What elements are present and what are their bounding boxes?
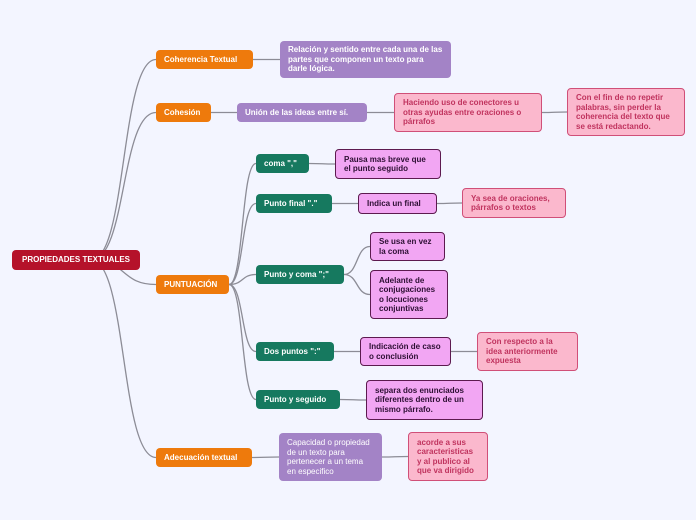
punto-coma-desc2-node[interactable]: Adelante de conjugaciones o locuciones c… xyxy=(370,270,448,319)
coherencia-desc-node[interactable]: Relación y sentido entre cada una de las… xyxy=(280,41,451,78)
coherencia-node[interactable]: Coherencia Textual xyxy=(156,50,253,69)
link-root-to-cohesion xyxy=(91,111,157,261)
link-puntuacion-to-coma xyxy=(228,162,257,286)
link-puntuacion-to-dos-puntos xyxy=(228,283,257,353)
link-coma-to-coma-desc xyxy=(308,162,336,165)
link-punto-final-desc-to-punto-final-nota xyxy=(436,202,463,205)
dos-puntos-node[interactable]: Dos puntos ":" xyxy=(256,342,334,361)
dos-puntos-desc-node[interactable]: Indicación de caso o conclusión xyxy=(360,337,451,366)
link-punto-coma-to-punto-coma-desc2 xyxy=(343,273,371,296)
adecuacion-desc-node[interactable]: Capacidad o propiedad de un texto para p… xyxy=(279,433,382,481)
cohesion-node[interactable]: Cohesión xyxy=(156,103,211,122)
adecuacion-node[interactable]: Adecuación textual xyxy=(156,448,252,467)
cohesion-union-node[interactable]: Unión de las ideas entre sí. xyxy=(237,103,367,122)
adecuacion-nota-node[interactable]: acorde a sus caracteristicas y al public… xyxy=(408,432,488,481)
cohesion-conectores-node[interactable]: Haciendo uso de conectores u otras ayuda… xyxy=(394,93,542,132)
link-root-to-coherencia xyxy=(91,58,157,261)
punto-final-desc-node[interactable]: Indica un final xyxy=(358,193,437,214)
dos-puntos-nota-node[interactable]: Con respecto a la idea anteriormente exp… xyxy=(477,332,578,371)
coma-desc-node[interactable]: Pausa mas breve que el punto seguido xyxy=(335,149,441,179)
cohesion-fin-node[interactable]: Con el fin de no repetir palabras, sin p… xyxy=(567,88,685,136)
link-puntuacion-to-punto-final xyxy=(228,202,257,286)
link-puntuacion-to-punto-coma xyxy=(228,273,257,286)
link-puntuacion-to-punto-seguido xyxy=(228,283,257,401)
root-node[interactable]: PROPIEDADES TEXTUALES xyxy=(12,250,140,270)
punto-coma-desc1-node[interactable]: Se usa en vez la coma xyxy=(370,232,445,261)
link-root-to-adecuacion xyxy=(91,259,157,459)
punto-seguido-node[interactable]: Punto y seguido xyxy=(256,390,340,409)
link-adecuacion-desc-to-adecuacion-nota xyxy=(381,455,409,458)
punto-final-node[interactable]: Punto final "." xyxy=(256,194,332,213)
punto-seguido-desc-node[interactable]: separa dos enunciados diferentes dentro … xyxy=(366,380,483,420)
punto-coma-node[interactable]: Punto y coma ";" xyxy=(256,265,344,284)
link-cohesion-conectores-to-cohesion-fin xyxy=(541,111,568,114)
coma-node[interactable]: coma "," xyxy=(256,154,309,173)
punto-final-nota-node[interactable]: Ya sea de oraciones, párrafos o textos xyxy=(462,188,566,218)
link-punto-seguido-to-punto-seguido-desc xyxy=(339,398,367,401)
link-adecuacion-to-adecuacion-desc xyxy=(251,456,280,459)
puntuacion-node[interactable]: PUNTUACIÓN xyxy=(156,275,229,294)
link-punto-coma-to-punto-coma-desc1 xyxy=(343,245,371,276)
